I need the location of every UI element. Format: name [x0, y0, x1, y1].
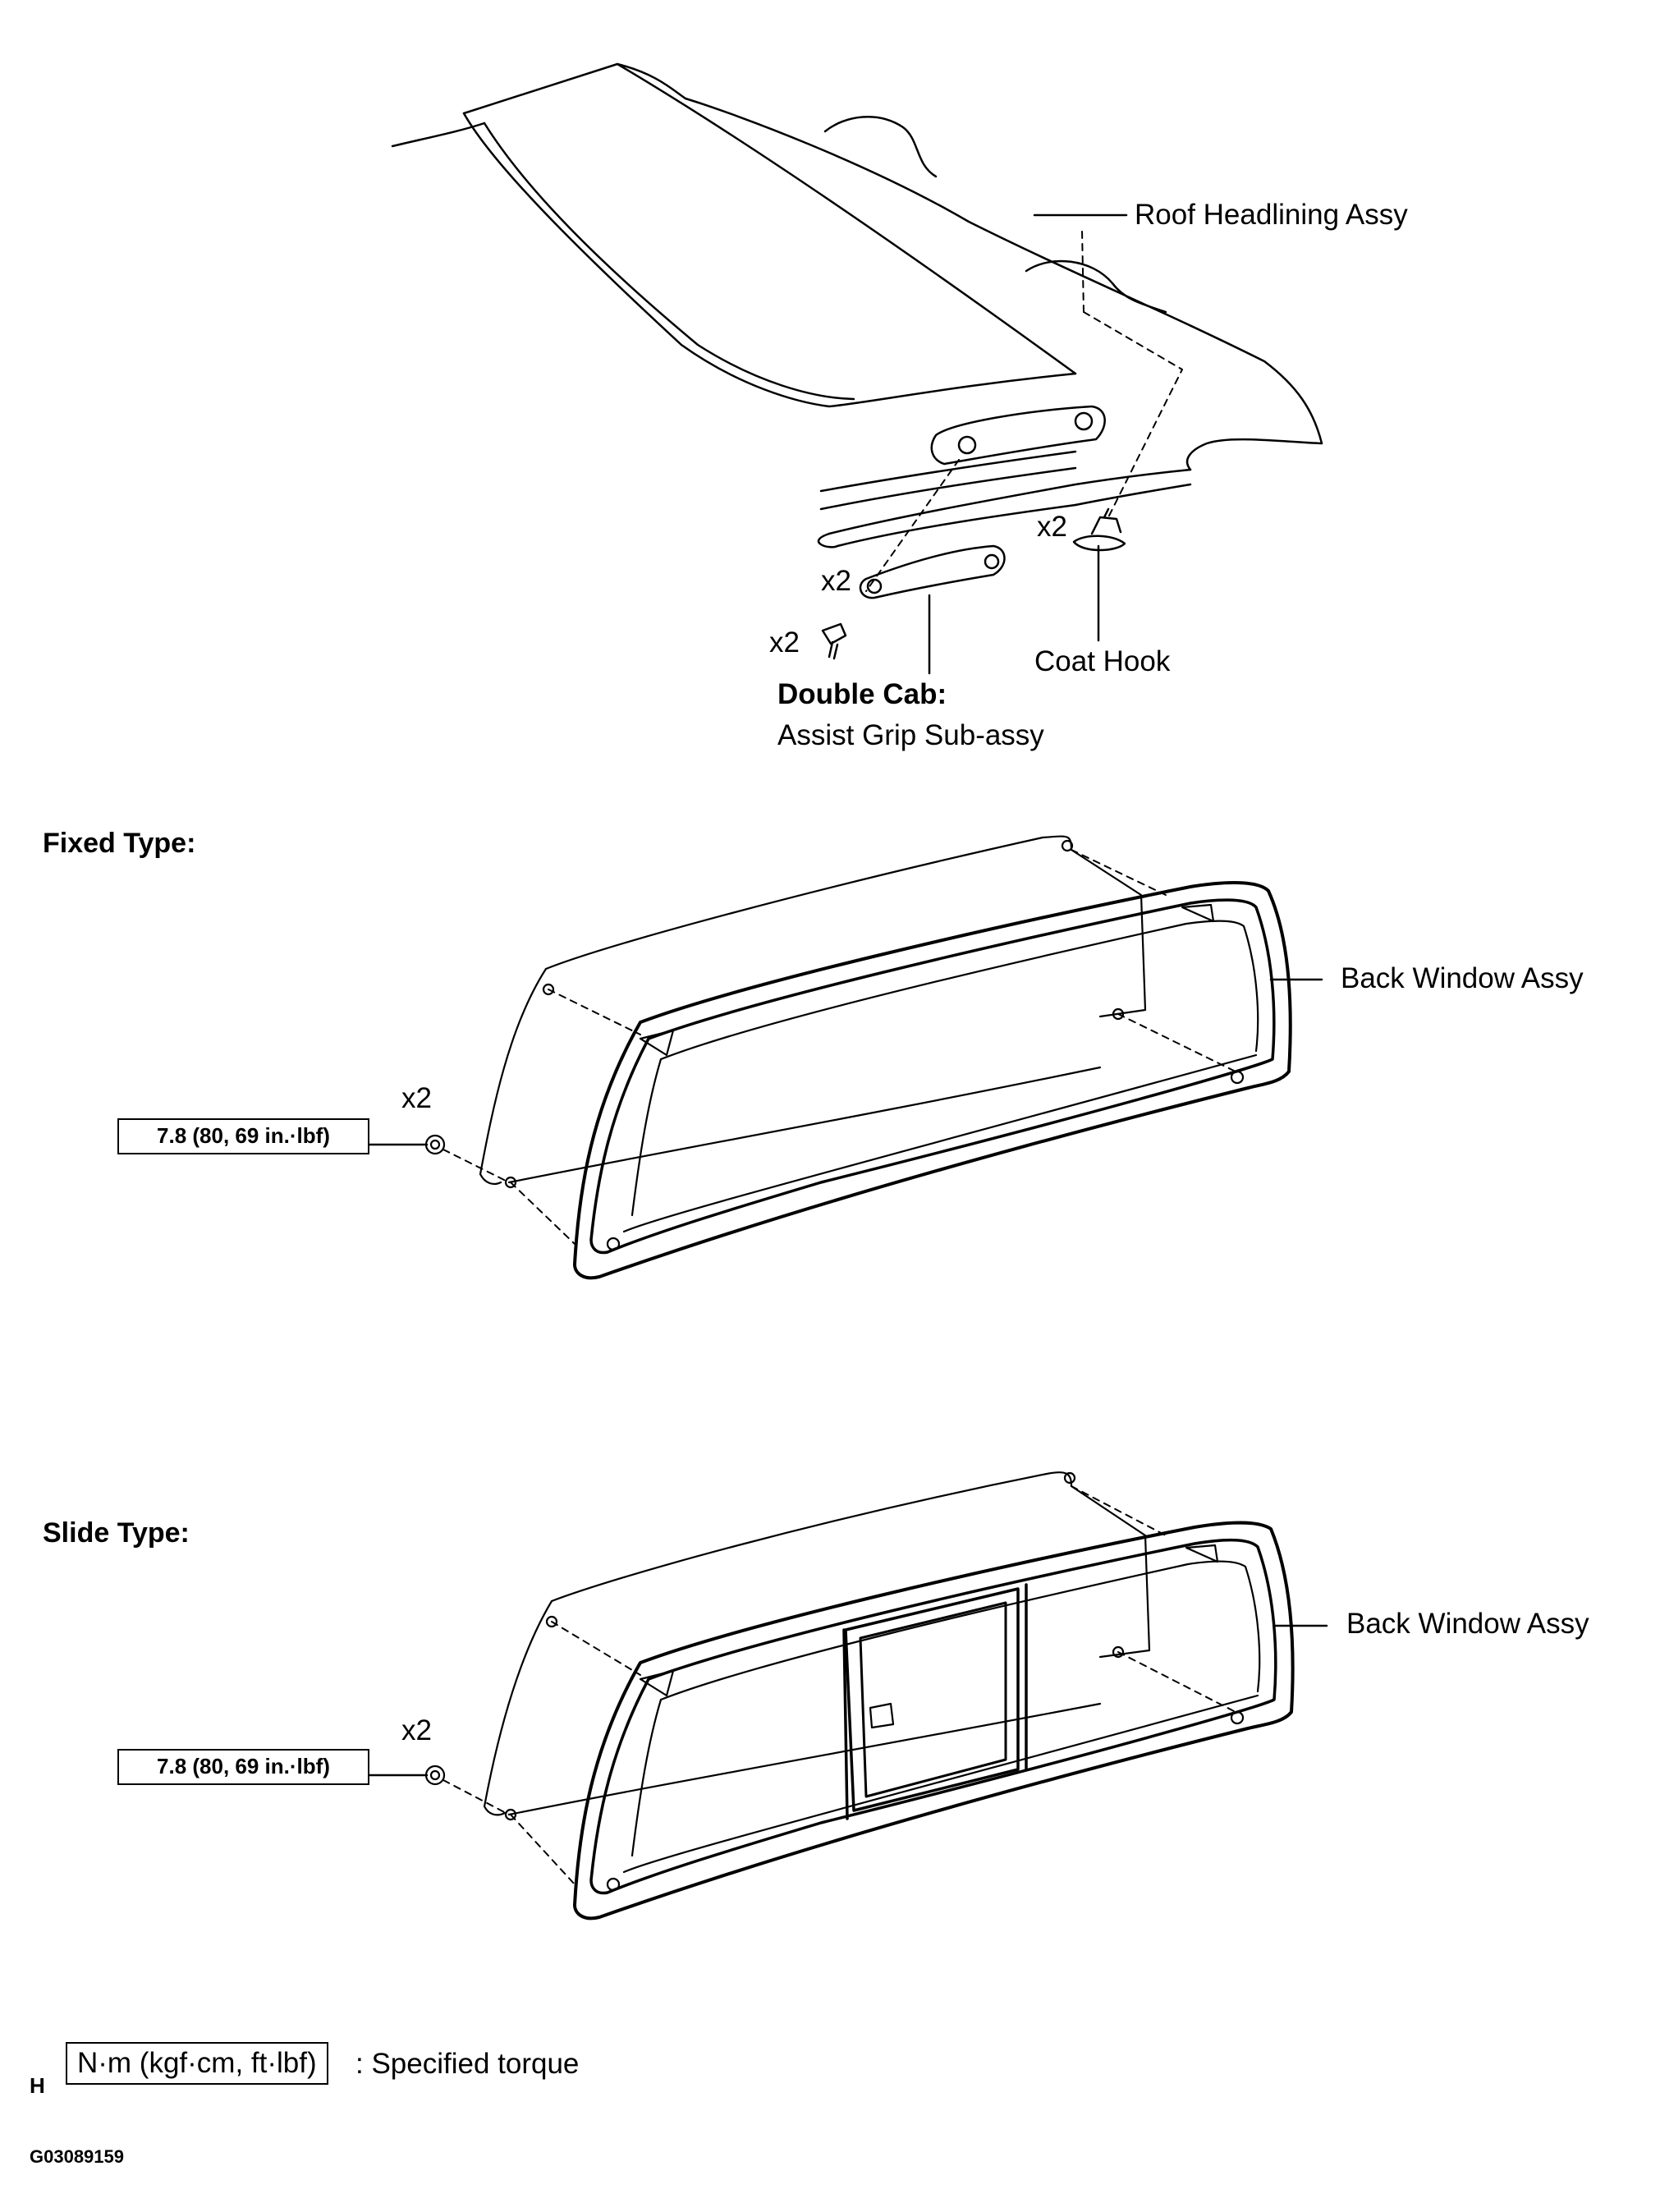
- slide-window-drawing: [424, 1471, 1295, 1921]
- assist-grip-qty-label: x2: [821, 565, 851, 597]
- fixed-torque-spec: 7.8 (80, 69 in.·lbf): [117, 1118, 369, 1154]
- assist-grip-drawing: [821, 544, 1006, 660]
- slide-dashed-lines: [443, 1485, 1236, 1885]
- coat-hook-drawing: [1072, 507, 1126, 552]
- torque-unit-legend: N·m (kgf·cm, ft·lbf): [66, 2042, 328, 2085]
- torque-legend-description: : Specified torque: [355, 2048, 580, 2080]
- slide-type-heading: Slide Type:: [43, 1517, 190, 1549]
- coat-hook-qty-label: x2: [1037, 511, 1067, 543]
- roof-leaders: [928, 213, 1128, 675]
- fixed-back-window-label: Back Window Assy: [1341, 962, 1584, 994]
- fixed-leaders: [368, 978, 1323, 1146]
- slide-nut-qty-label: x2: [401, 1714, 432, 1746]
- fixed-dashed-lines: [443, 849, 1236, 1245]
- assist-grip-label: Assist Grip Sub-assy: [777, 719, 1044, 751]
- assist-grip-bolt-qty-label: x2: [769, 626, 800, 659]
- fixed-window-drawing: [424, 835, 1292, 1280]
- fixed-nut-qty-label: x2: [401, 1082, 432, 1114]
- slide-torque-spec: 7.8 (80, 69 in.·lbf): [117, 1749, 369, 1785]
- figure-id: G03089159: [30, 2146, 124, 2167]
- slide-leaders: [368, 1624, 1328, 1777]
- coat-hook-label: Coat Hook: [1034, 645, 1171, 677]
- roof-headlining-label: Roof Headlining Assy: [1135, 199, 1408, 231]
- footer-letter: H: [30, 2073, 45, 2098]
- fixed-type-heading: Fixed Type:: [43, 828, 196, 859]
- roof-dashed-lines: [865, 229, 1183, 592]
- double-cab-label: Double Cab:: [777, 678, 947, 710]
- roof-headlining-drawing: [391, 62, 1323, 548]
- slide-back-window-label: Back Window Assy: [1346, 1608, 1589, 1640]
